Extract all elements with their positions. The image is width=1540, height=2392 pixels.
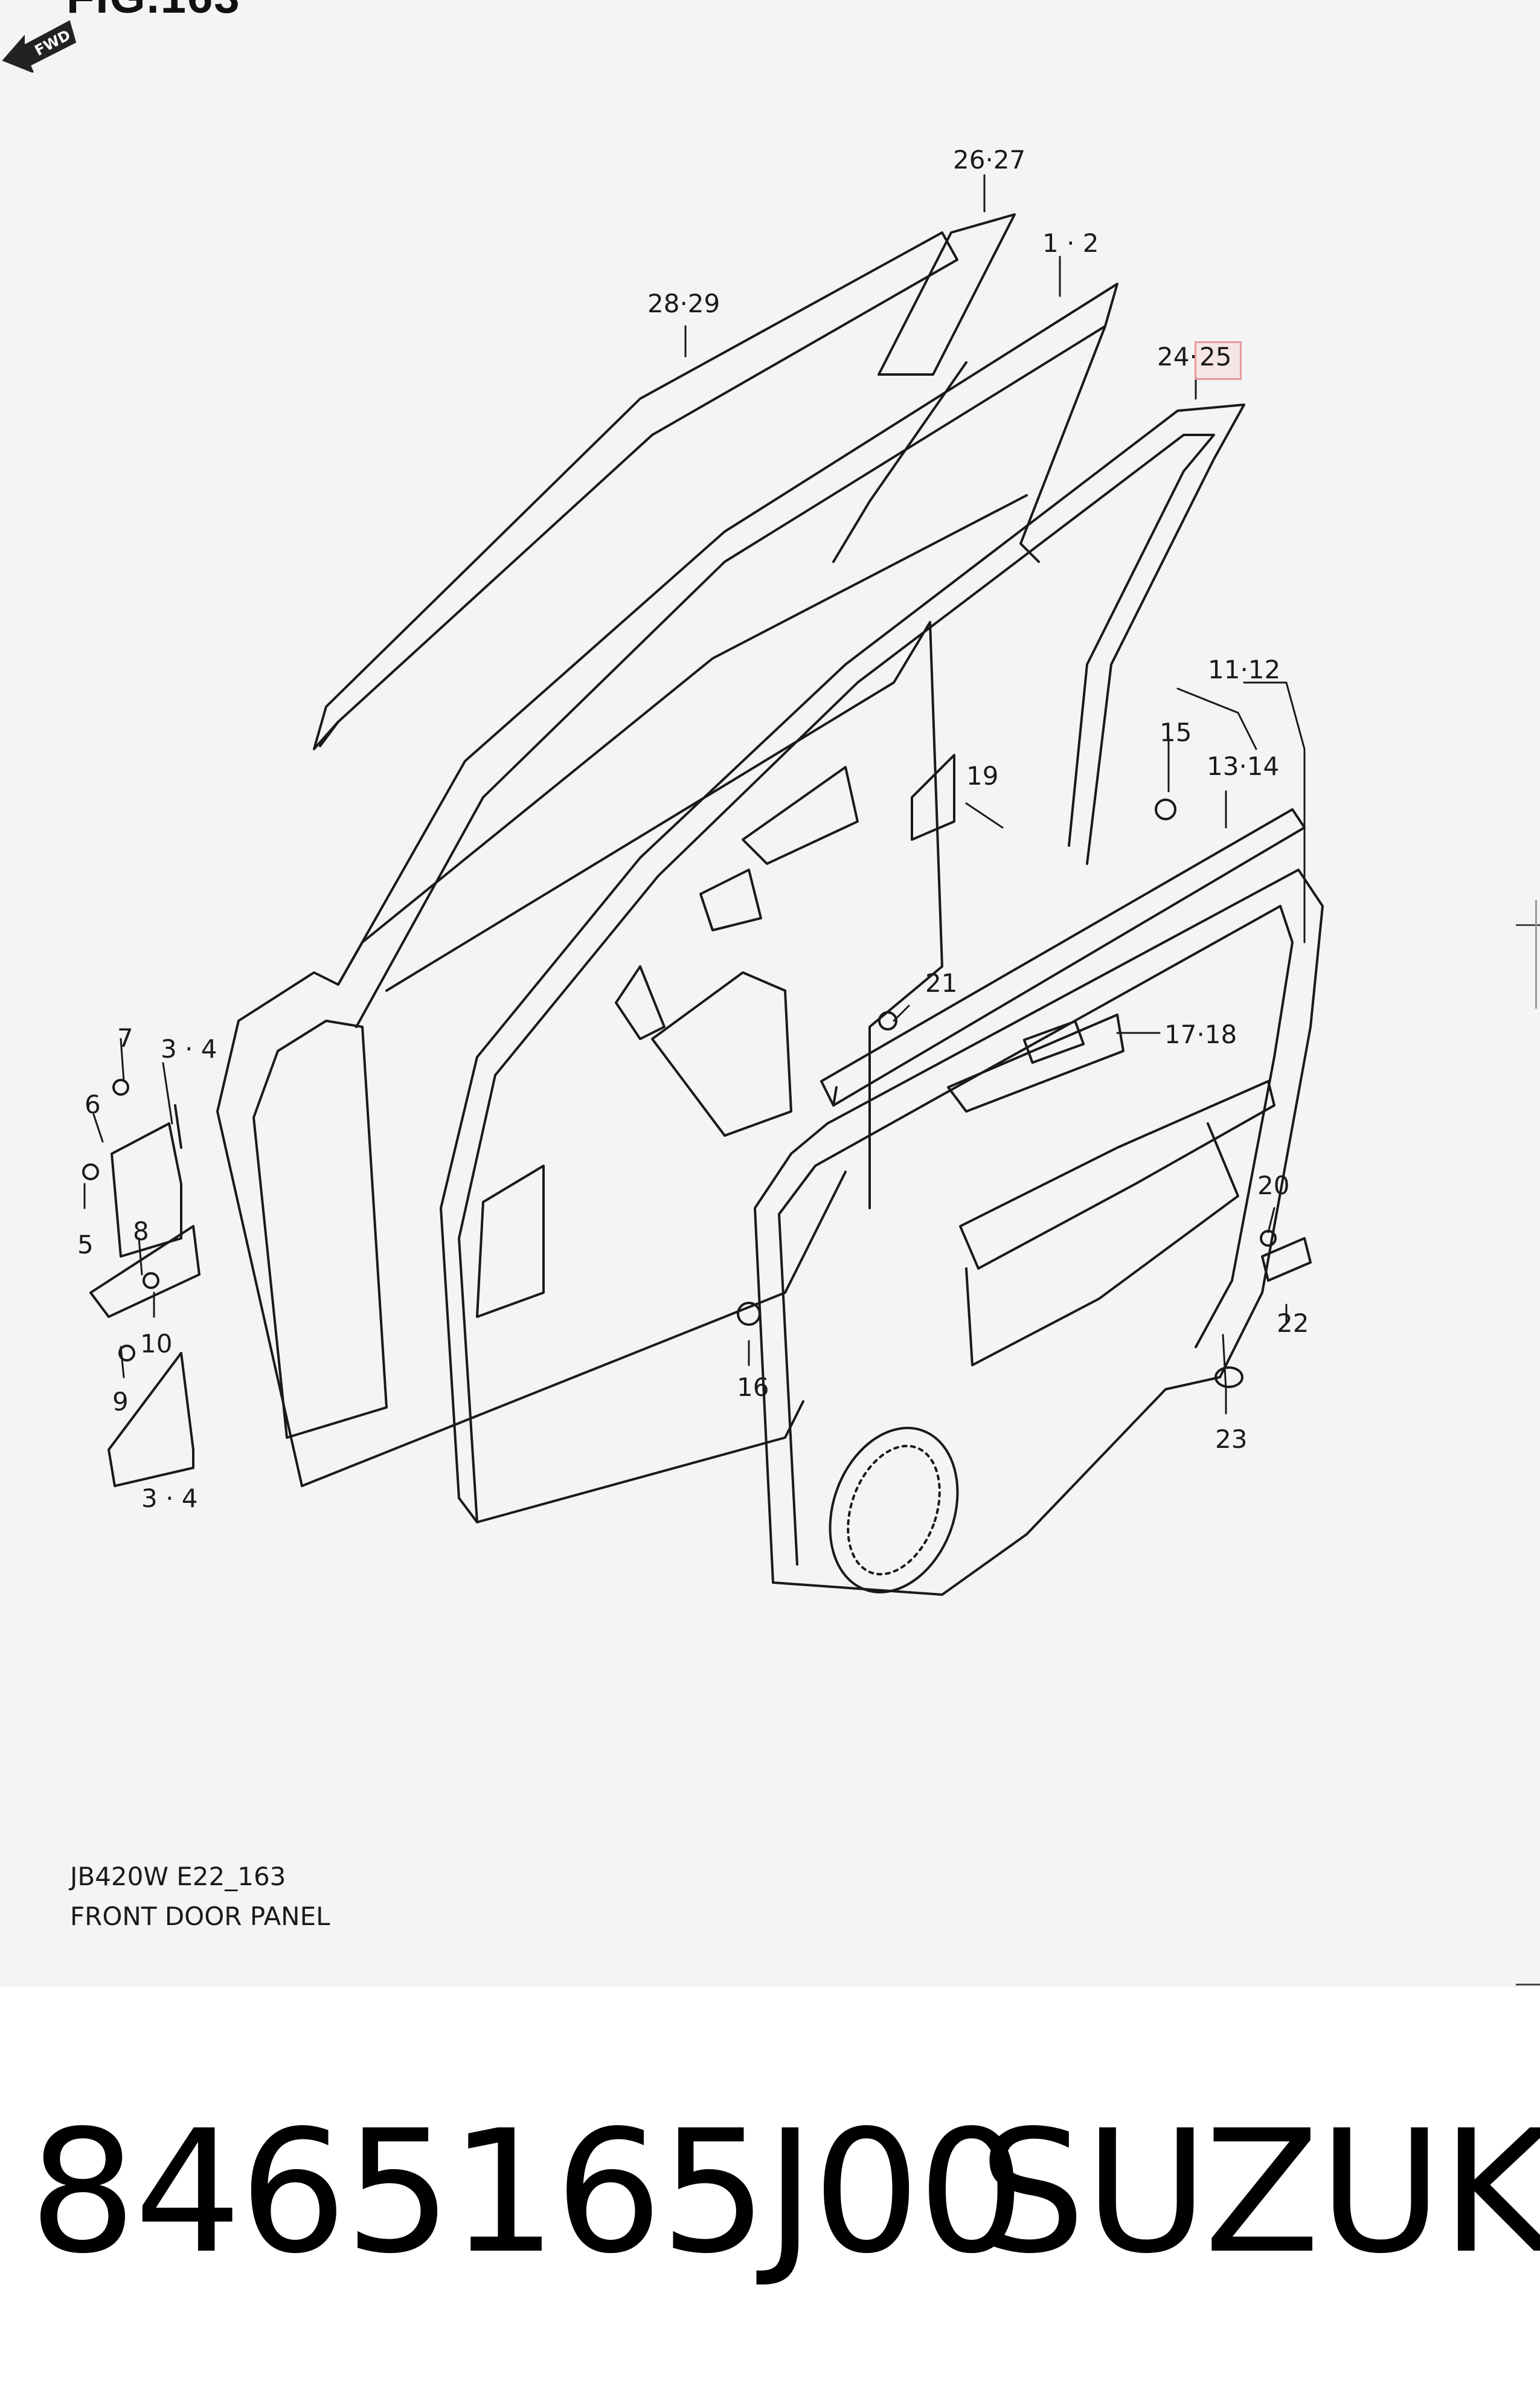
callout-21: 21	[925, 968, 958, 998]
callout-1-2: 1 · 2	[1042, 228, 1099, 258]
figure-label: FIG.163	[66, 0, 241, 24]
callout-15: 15	[1160, 718, 1192, 747]
door-shell-outer	[216, 494, 1028, 1487]
fastener-20	[1260, 1230, 1277, 1247]
callout-13-14: 13·14	[1207, 751, 1280, 781]
door-trim-panel	[754, 869, 1324, 1596]
callout-24: 24·	[1157, 342, 1198, 371]
belt-moulding	[820, 808, 1306, 1107]
callout-25: 25	[1199, 342, 1232, 371]
lower-hinge	[107, 1352, 194, 1487]
callout-17-18: 17·18	[1164, 1020, 1237, 1049]
model-code: JB420W E22_163	[70, 1862, 286, 1891]
part-number: 8465165J00	[29, 2094, 1025, 2291]
callout-11-12: 11·12	[1208, 655, 1281, 684]
callout-3-4-top: 3 · 4	[161, 1034, 217, 1064]
window-switch	[947, 1014, 1125, 1113]
speaker-grille	[829, 1427, 959, 1593]
fastener-15	[1155, 799, 1176, 820]
callout-26-27: 26·27	[953, 145, 1026, 175]
edge-bar-right	[1535, 900, 1537, 1009]
edge-tick-right	[1516, 924, 1540, 926]
armrest-pocket	[959, 1080, 1275, 1270]
door-weatherstrip	[440, 403, 1245, 1499]
callout-3-4-bottom: 3 · 4	[141, 1484, 198, 1513]
door-inner-cutout-1	[742, 766, 859, 865]
callout-7: 7	[117, 1023, 133, 1053]
callout-9: 9	[112, 1387, 129, 1416]
callout-10: 10	[140, 1329, 173, 1358]
door-inner-cutout-3	[476, 1165, 545, 1318]
fwd-arrow-icon: FWD	[2, 20, 77, 72]
edge-tick-bottom	[1516, 1984, 1540, 1985]
diagram-title: FRONT DOOR PANEL	[70, 1902, 330, 1931]
callout-19: 19	[966, 761, 999, 791]
door-exploded-drawing	[82, 174, 1324, 1596]
window-moulding-strip	[313, 231, 958, 750]
callout-20: 20	[1257, 1171, 1290, 1200]
door-window-frame	[337, 283, 1118, 1028]
callout-5: 5	[77, 1230, 94, 1259]
cap-23	[1214, 1366, 1243, 1388]
door-check-link	[89, 1225, 201, 1318]
callout-23: 23	[1215, 1424, 1248, 1454]
clip-22	[1261, 1237, 1312, 1282]
callout-6: 6	[85, 1090, 101, 1119]
highlight-25	[1195, 341, 1242, 380]
fastener-21	[878, 1011, 897, 1030]
diagram-sheet: FIG.163 26·27 1 · 2 28·29 24· 25 11·12 1…	[0, 0, 1540, 1987]
pillar-strip	[877, 213, 1016, 376]
door-inner-cutout-2	[651, 971, 792, 1137]
brand-name: SUZUKI	[978, 2094, 1540, 2291]
upper-hinge	[111, 1122, 182, 1258]
fastener-16	[737, 1302, 761, 1326]
callout-28-29: 28·29	[647, 289, 720, 318]
callout-8: 8	[133, 1217, 149, 1246]
callout-22: 22	[1277, 1308, 1309, 1338]
callout-16: 16	[737, 1372, 769, 1402]
footer	[0, 1987, 1540, 2392]
